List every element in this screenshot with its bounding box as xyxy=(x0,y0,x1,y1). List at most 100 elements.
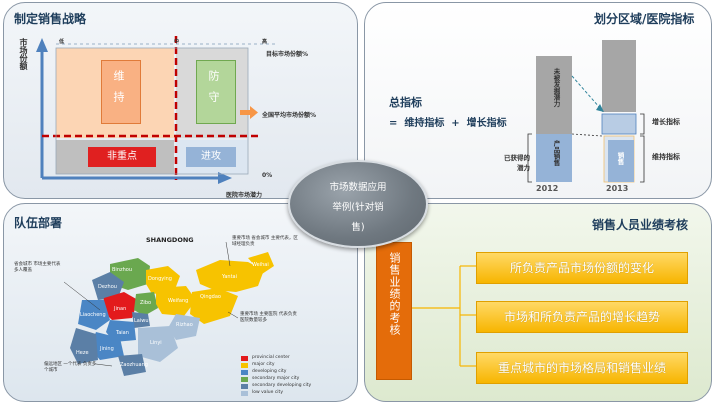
note-west: 省会城市 市场主要代表 多人覆盖 xyxy=(14,262,61,273)
callout-west xyxy=(63,281,101,311)
map-title: SHANGDONG xyxy=(146,236,194,244)
product-sales-label: 产品销售 xyxy=(552,140,560,166)
untapped-potential-bar xyxy=(536,56,572,134)
gained-bracket xyxy=(527,133,532,183)
legend-swatch-major-city xyxy=(241,363,248,368)
untapped-2013-bar xyxy=(602,40,636,112)
x-tick-high: 高 xyxy=(262,39,268,45)
callout-northeast xyxy=(225,241,231,267)
city-laiwu: Laiwu xyxy=(134,318,149,324)
maintain-target-label: 维持指标 xyxy=(652,153,680,161)
defend-label: 防守 xyxy=(207,70,220,112)
region-jinan xyxy=(102,292,138,320)
legend-major-city: major city xyxy=(252,362,275,367)
x-axis-arrow xyxy=(218,172,232,184)
attack-label: 进攻 xyxy=(186,147,236,167)
city-linyi: Linyi xyxy=(150,340,162,346)
region-zibo xyxy=(134,292,158,316)
city-qingdao: Qingdao xyxy=(200,294,221,300)
region-qingdao xyxy=(190,288,238,324)
region-heze xyxy=(70,328,98,364)
target-formula: = 维持指标 + 增长指标 xyxy=(389,118,507,129)
strategy-matrix xyxy=(36,36,278,184)
callout-southwest xyxy=(95,363,113,367)
zero-share-label: 0% xyxy=(262,172,273,179)
defend-box xyxy=(196,60,236,124)
assessment-item-1: 所负责产品市场份额的变化 xyxy=(476,252,688,284)
connector-growth-arrow xyxy=(596,104,604,112)
targets-bars xyxy=(527,40,645,183)
city-jinan: Jinan xyxy=(114,306,127,312)
legend-swatch-secondary-developing xyxy=(241,384,248,389)
targets-title: 划分区域/医院指标 xyxy=(594,12,695,26)
year-2013: 2013 xyxy=(606,184,629,193)
region-yantai xyxy=(196,260,264,292)
center-text-line-1: 市场数据应用 xyxy=(329,182,387,193)
city-jining: Jining xyxy=(100,346,114,352)
legend-swatch-developing-city xyxy=(241,370,248,375)
assessment-item-2: 市场和所负责产品的增长趋势 xyxy=(476,301,688,333)
gained-potential-label: 已获得的 潜力 xyxy=(504,154,530,172)
note-east: 重要市场 主要医院 代表负责 医院数量较多 xyxy=(240,312,297,323)
region-rizhao xyxy=(168,314,200,340)
legend-swatch-low-value xyxy=(241,391,248,396)
sales-2013-label: 销售 xyxy=(616,152,624,165)
region-liaocheng xyxy=(78,300,110,330)
city-weifang: Weifang xyxy=(168,298,189,304)
city-zaozhuang: Zaozhuang xyxy=(120,362,148,368)
region-weifang xyxy=(156,286,196,316)
assessment-vertical-label: 销售业绩的考核 xyxy=(388,252,401,336)
city-heze: Heze xyxy=(76,350,89,356)
maintain-label: 维持 xyxy=(112,70,125,112)
assessment-title: 销售人员业绩考核 xyxy=(592,218,689,232)
callout-east xyxy=(227,311,239,319)
maintain-box xyxy=(101,60,141,124)
assessment-item-3: 重点城市的市场格局和销售业绩 xyxy=(476,352,688,384)
growth-bracket xyxy=(640,113,645,135)
untapped-potential-label: 未被发掘潜力 xyxy=(552,68,560,107)
x-axis-label: 医院市场潜力 xyxy=(226,192,263,199)
region-jining xyxy=(90,332,124,360)
center-text-line-2: 举例(针对销 xyxy=(332,202,384,213)
noncore-label: 非重点 xyxy=(88,147,156,167)
region-linyi xyxy=(138,326,178,362)
city-weihai: Weihai xyxy=(252,262,269,268)
growth-bar xyxy=(601,113,637,135)
legend-secondary-major: secondary major city xyxy=(252,376,300,381)
target-share-label: 目标市场份额% xyxy=(266,51,309,58)
x-tick-mid: 中 xyxy=(174,39,180,45)
strategy-title: 制定销售战略 xyxy=(14,12,87,26)
growth-target-label: 增长指标 xyxy=(652,118,680,126)
orange-arrow-head xyxy=(250,106,258,119)
legend-low-value: low value city xyxy=(252,390,283,395)
connector-growth xyxy=(571,75,601,109)
assessment-vertical-box xyxy=(376,242,412,380)
avg-share-label: 全国平均市场份额% xyxy=(262,112,317,119)
total-target-label: 总指标 xyxy=(389,96,422,109)
note-southwest: 偏远地区 一个代表 负责多个城市 xyxy=(44,362,97,373)
city-yantai: Yantai xyxy=(222,274,238,280)
assessment-bracket xyxy=(412,265,476,367)
orange-arrow-shaft xyxy=(240,110,250,115)
legend-developing-city: developing city xyxy=(252,369,287,374)
city-liaocheng: Liaocheng xyxy=(80,312,106,318)
y-axis-arrow xyxy=(36,38,48,52)
city-binzhou: Binzhou xyxy=(112,267,133,273)
city-dongying: Dongying xyxy=(148,276,172,282)
connector-sales xyxy=(571,133,603,137)
city-rizhao: Rizhao xyxy=(176,322,193,328)
center-text-line-3: 售) xyxy=(351,222,365,233)
legend-secondary-developing: secondary developing city xyxy=(252,383,312,388)
team-title: 队伍部署 xyxy=(14,216,63,230)
x-tick-low: 低 xyxy=(59,39,65,45)
product-sales-bar xyxy=(536,134,572,182)
legend-provincial-center: provincial center xyxy=(252,355,290,360)
region-dezhou xyxy=(92,272,124,300)
shandong-map xyxy=(63,241,274,396)
sales-2013-bar xyxy=(608,140,634,182)
y-axis-label: 市场份额 xyxy=(19,38,28,70)
year-2012: 2012 xyxy=(536,184,559,193)
region-zaozhuang xyxy=(118,354,146,376)
maintain-bracket xyxy=(640,135,645,183)
city-dezhou: Dezhou xyxy=(98,284,117,290)
